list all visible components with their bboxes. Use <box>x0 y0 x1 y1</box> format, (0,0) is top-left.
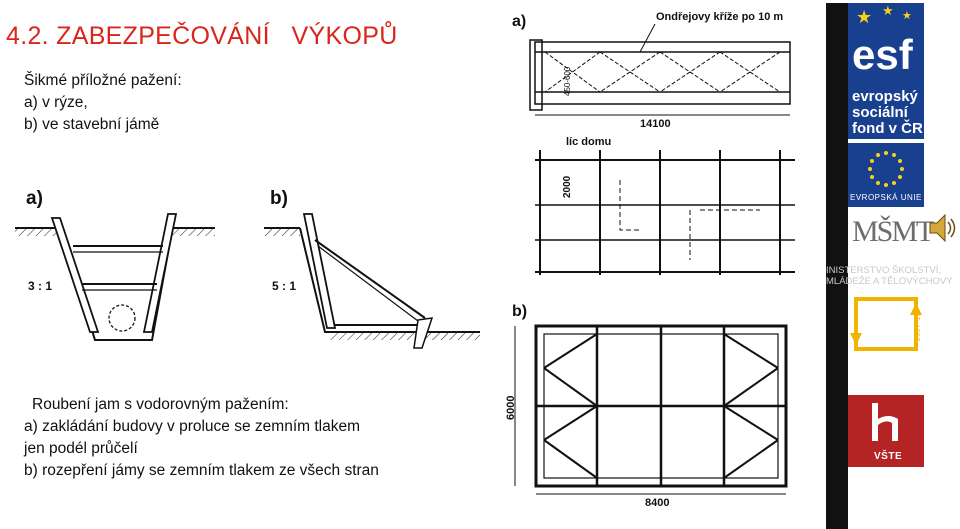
intro-line: a) v rýze, <box>24 94 88 111</box>
op-logo: 2007-13 <box>848 293 924 357</box>
vste-emblem-icon <box>872 403 898 441</box>
lic-domu-label: líc domu <box>566 136 611 148</box>
vste-label: VŠTE <box>874 451 903 462</box>
caption-line: Roubení jam s vodorovným pažením: <box>32 396 289 413</box>
intro-text: Šikmé příložné pažení: a) v rýze, b) ve … <box>24 70 182 136</box>
caption-text: Roubení jam s vodorovným pažením: a) zak… <box>24 394 379 482</box>
dim-8400: 8400 <box>645 497 669 509</box>
building-plan: líc domu 2000 <box>535 136 795 275</box>
esf-line: fond v ČR <box>852 120 923 137</box>
eu-flag: EVROPSKÁ UNIE <box>848 143 924 207</box>
pit-plan: b) 6000 8400 <box>505 303 788 509</box>
crosses-label: Ondřejovy kříže po 10 m <box>656 11 783 23</box>
esf-line: evropský <box>852 88 918 105</box>
star-icon: ★ <box>856 7 873 27</box>
page-title: 4.2. ZABEZPEČOVÁNÍ VÝKOPŮ <box>6 22 398 50</box>
vste-logo: VŠTE <box>848 395 924 467</box>
esf-line: sociální <box>852 104 908 121</box>
esf-logo-text: esf <box>852 31 913 78</box>
star-icon: ★ <box>882 3 894 18</box>
eu-stars-icon <box>868 151 904 187</box>
ministry-text: INISTERSTVO ŠKOLSTVÍ, MLÁDEŽE A TĚLOVÝCH… <box>826 265 953 287</box>
caption-line: a) zakládání budovy v proluce se zemním … <box>24 418 360 435</box>
dim-2000: 2000 <box>562 175 573 198</box>
dim-14100: 14100 <box>640 118 671 130</box>
op-arrows-icon <box>850 297 922 351</box>
figure-label-b: b) <box>270 188 288 209</box>
msmt-logo-text: MŠMT <box>852 215 934 248</box>
dim-6000: 6000 <box>505 396 517 420</box>
intro-line: b) ve stavební jámě <box>24 116 160 133</box>
msmt-logo: MŠMT <box>848 211 934 263</box>
slope-ratio-b: 5 : 1 <box>272 279 296 293</box>
sidebar-strip <box>826 3 848 529</box>
intro-line: Šikmé příložné pažení: <box>24 72 182 89</box>
slope-ratio-a: 3 : 1 <box>28 279 52 293</box>
plan-label-b: b) <box>512 303 527 320</box>
ministry-line: INISTERSTVO ŠKOLSTVÍ, <box>826 265 942 276</box>
trench-b: 5 : 1 <box>264 213 480 349</box>
op-label: 2007-13 <box>915 311 923 342</box>
plan-label-a: a) <box>512 13 526 30</box>
speaker-icon[interactable] <box>928 212 958 244</box>
ministry-line: MLÁDEŽE A TĚLOVÝCHOVY <box>826 276 953 287</box>
caption-line: b) rozepření jámy se zemním tlakem ze vš… <box>24 462 379 479</box>
caption-line: jen podél průčelí <box>24 440 138 457</box>
trench-a: 3 : 1 <box>15 213 215 341</box>
esf-logo: ★ ★ ★ esf evropský sociální fond v ČR <box>848 3 924 139</box>
dim-450-600: 450-600 <box>563 66 572 96</box>
sponsor-sidebar: ★ ★ ★ esf evropský sociální fond v ČR EV… <box>826 3 960 529</box>
figure-label-a: a) <box>26 188 43 209</box>
star-icon: ★ <box>902 10 912 22</box>
retaining-wall-elevation: a) Ondřejovy kříže po 10 m 14100 450-600 <box>512 11 791 130</box>
eu-label: EVROPSKÁ UNIE <box>850 193 922 202</box>
